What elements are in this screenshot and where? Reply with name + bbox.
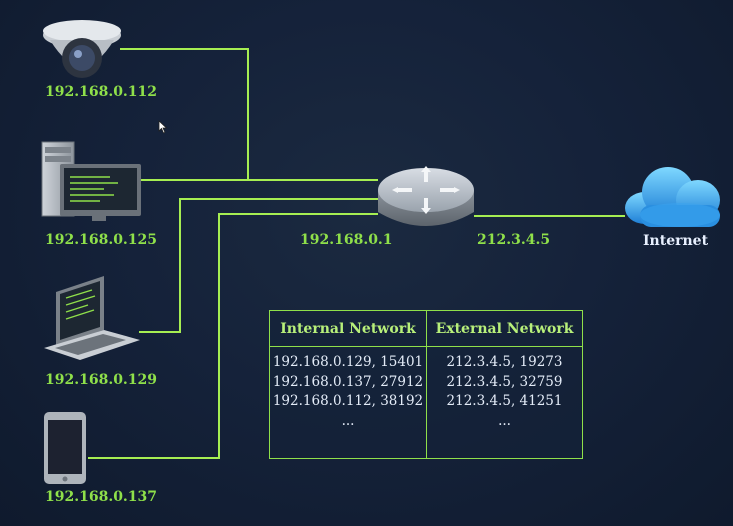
laptop-ip-label: 192.168.0.129 [45, 372, 158, 388]
internal-network-header: Internal Network [270, 311, 426, 347]
link-phone [88, 213, 378, 459]
smartphone-icon [44, 412, 86, 484]
external-network-column: External Network 212.3.4.5, 19273 212.3.… [427, 311, 582, 458]
link-camera [120, 48, 378, 181]
table-cell: ... [498, 412, 511, 429]
router-internal-ip-label: 192.168.0.1 [300, 232, 393, 248]
table-cell: 212.3.4.5, 19273 [446, 354, 563, 370]
router-icon [378, 166, 474, 226]
internal-network-column: Internal Network 192.168.0.129, 15401 19… [270, 311, 427, 458]
table-cell: 192.168.0.137, 27912 [272, 373, 424, 390]
camera-ip-label: 192.168.0.112 [45, 84, 158, 100]
external-network-header: External Network [427, 311, 582, 347]
table-cell: 192.168.0.112, 38192 [272, 393, 424, 409]
security-camera-icon [43, 20, 121, 78]
desktop-computer-icon [41, 141, 141, 221]
link-laptop [139, 198, 378, 333]
mouse-cursor-icon [158, 120, 168, 134]
internet-cloud-icon [625, 167, 720, 227]
table-cell: 212.3.4.5, 41251 [446, 393, 563, 409]
laptop-icon [44, 276, 140, 360]
phone-ip-label: 192.168.0.137 [45, 489, 158, 505]
table-cell: ... [341, 412, 355, 429]
internet-label: Internet [643, 233, 709, 249]
connection-lines [88, 48, 625, 459]
table-cell: 192.168.0.129, 15401 [272, 354, 424, 370]
router-external-ip-label: 212.3.4.5 [477, 232, 551, 248]
nat-translation-table: Internal Network 192.168.0.129, 15401 19… [269, 310, 583, 459]
table-cell: 212.3.4.5, 32759 [446, 373, 563, 390]
desktop-ip-label: 192.168.0.125 [45, 232, 158, 248]
